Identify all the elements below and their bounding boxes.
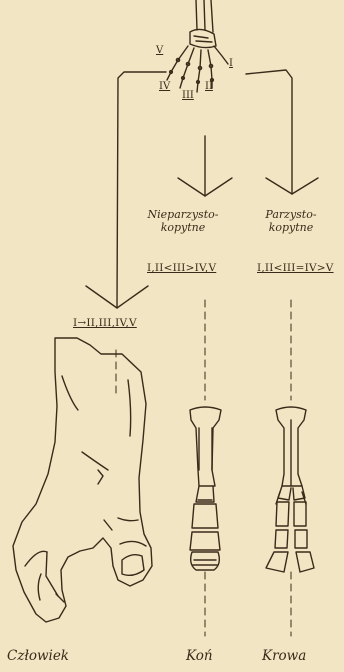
caption-horse: Koń	[186, 650, 213, 664]
digit-label-v: V	[156, 46, 163, 56]
branch-arrow-odd-toed	[178, 136, 232, 196]
human-digit-formula: I→II,III,IV,V	[73, 318, 137, 329]
odd-toed-heading-line2: kopytne	[146, 222, 220, 235]
horse-limb-bones	[190, 407, 221, 570]
even-toed-digit-formula: I,II<III=IV>V	[257, 263, 334, 274]
cow-limb-bones	[266, 407, 314, 572]
digit-label-iv: IV	[159, 82, 170, 92]
human-hand-drawing	[13, 338, 152, 622]
odd-toed-heading-line1: Nieparzysto-	[146, 209, 220, 222]
ancestor-limb-skeleton	[167, 0, 228, 92]
caption-cow: Krowa	[262, 650, 306, 664]
digit-label-iii: III	[182, 91, 194, 101]
digit-label-i: I	[229, 59, 233, 69]
even-toed-heading-line2: kopytne	[252, 222, 330, 235]
axis-lines	[116, 300, 291, 636]
even-toed-heading-line1: Parzysto-	[252, 209, 330, 222]
odd-toed-heading: Nieparzysto- kopytne	[146, 209, 220, 234]
odd-toed-digit-formula: I,II<III>IV,V	[147, 263, 216, 274]
branch-arrow-even-toed	[246, 70, 318, 194]
even-toed-heading: Parzysto- kopytne	[252, 209, 330, 234]
digit-label-ii: II	[205, 82, 213, 92]
caption-human: Człowiek	[7, 650, 69, 664]
